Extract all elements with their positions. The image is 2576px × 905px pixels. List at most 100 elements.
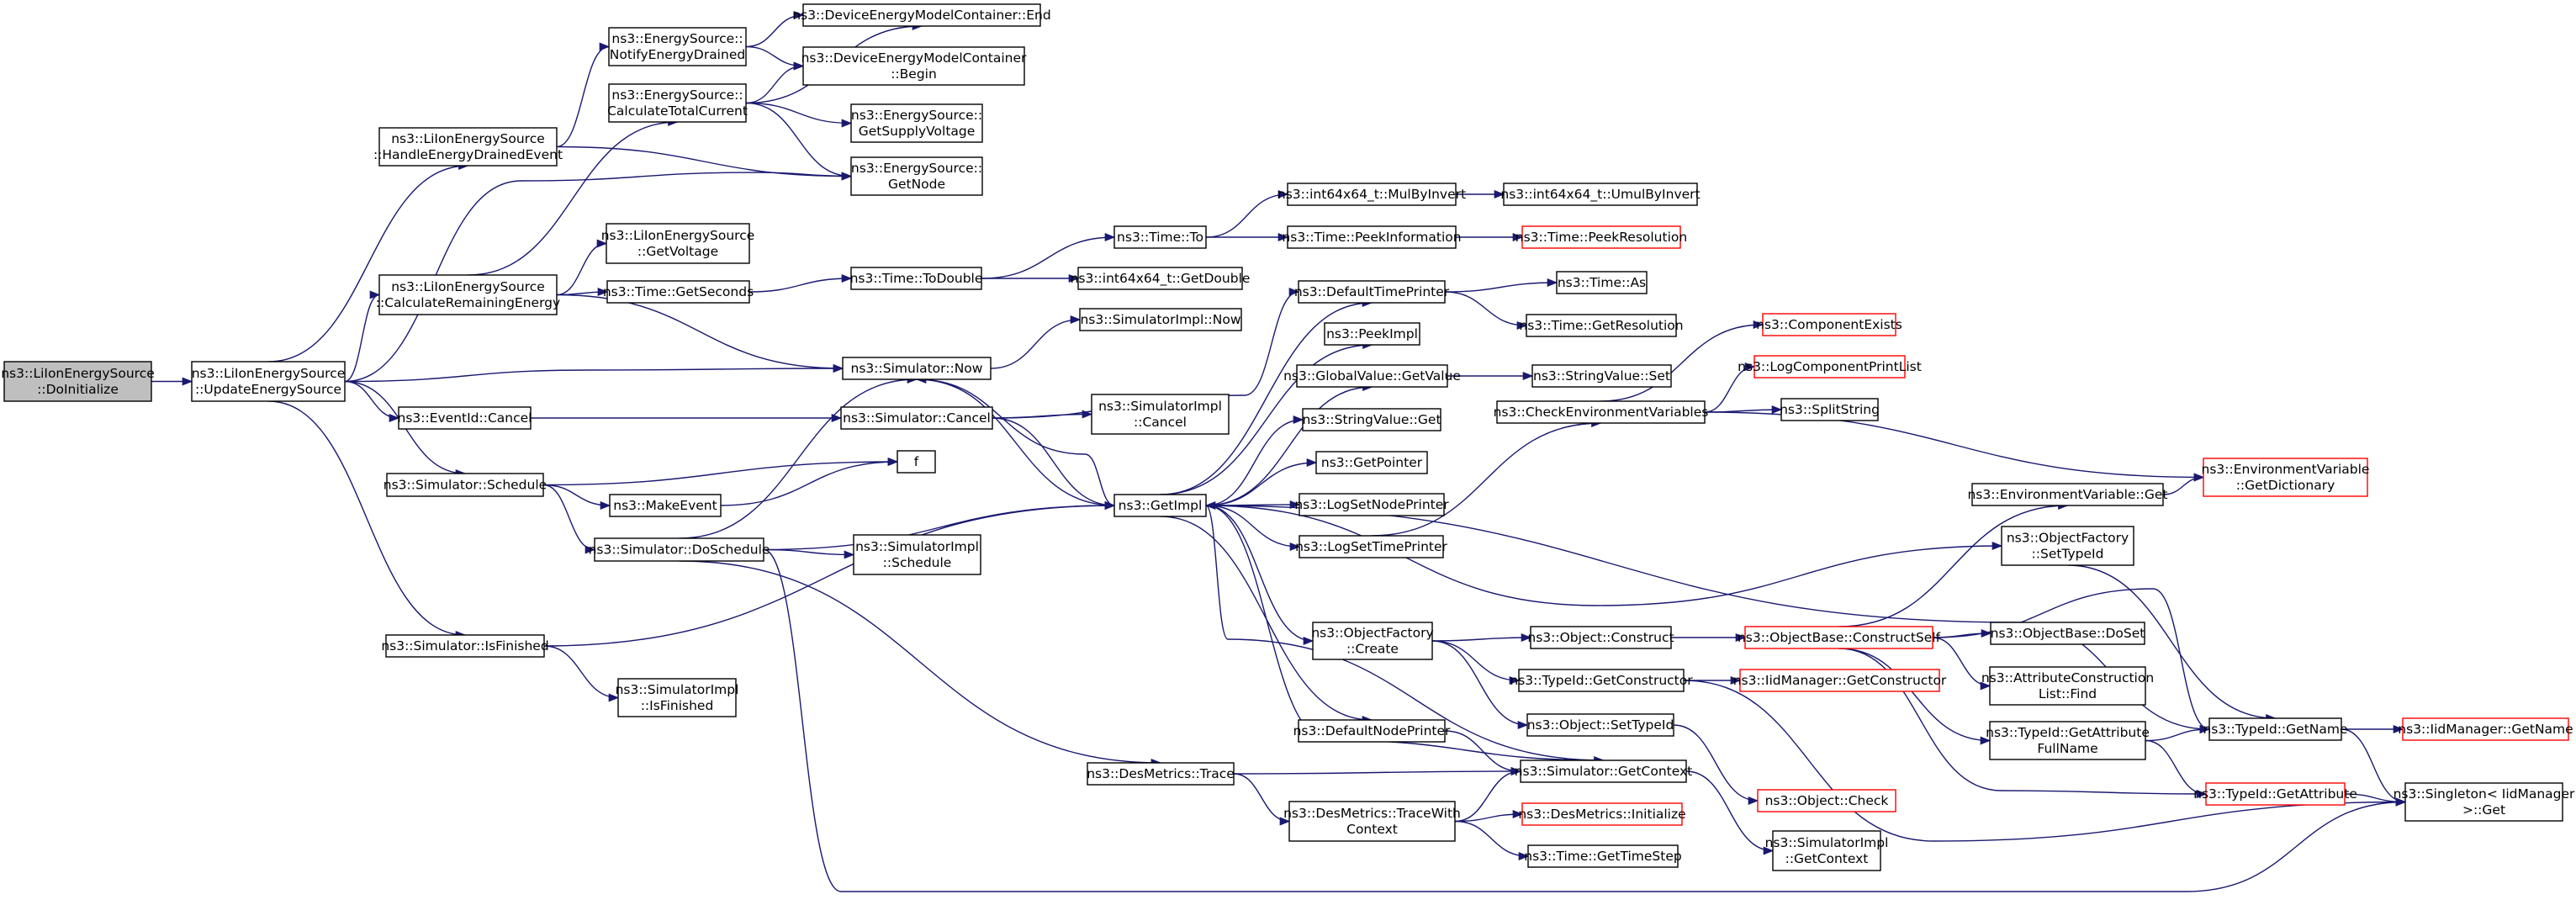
- function-node[interactable]: ns3::SimulatorImpl::GetContext: [1765, 830, 1889, 871]
- node-box[interactable]: [1296, 364, 1448, 388]
- node-box[interactable]: [606, 280, 750, 304]
- node-box[interactable]: [378, 127, 558, 167]
- node-box[interactable]: [1298, 719, 1446, 743]
- function-node[interactable]: ns3::SimulatorImpl::Now: [1079, 308, 1242, 331]
- node-box[interactable]: [1287, 183, 1457, 206]
- function-node[interactable]: ns3::Object::Check: [1757, 789, 1896, 812]
- function-node[interactable]: ns3::ObjectFactory::Create: [1311, 622, 1434, 660]
- function-node[interactable]: ns3::GlobalValue::GetValue: [1283, 364, 1461, 388]
- function-node[interactable]: f: [897, 450, 936, 474]
- function-node[interactable]: ns3::Time::PeekResolution: [1515, 225, 1687, 249]
- node-box[interactable]: [609, 494, 722, 517]
- node-box[interactable]: [1287, 225, 1457, 249]
- function-node[interactable]: ns3::Simulator::DoSchedule: [589, 537, 770, 562]
- truncated-node-box[interactable]: [2402, 717, 2569, 741]
- node-box[interactable]: [608, 27, 747, 66]
- node-box[interactable]: [1989, 666, 2146, 706]
- node-box[interactable]: [1530, 626, 1672, 649]
- node-box[interactable]: [897, 450, 936, 474]
- node-box[interactable]: [853, 534, 981, 575]
- function-node[interactable]: ns3::DesMetrics::Initialize: [1518, 802, 1686, 826]
- function-node[interactable]: ns3::int64x64_t::GetDouble: [1071, 267, 1251, 290]
- node-box[interactable]: [1990, 622, 2145, 645]
- function-node[interactable]: ns3::Time::GetResolution: [1519, 314, 1684, 337]
- node-box[interactable]: [1091, 394, 1230, 435]
- node-box[interactable]: [802, 3, 1041, 27]
- node-box[interactable]: [1780, 398, 1879, 421]
- function-node[interactable]: ns3::ObjectBase::DoSet: [1990, 622, 2145, 645]
- truncated-node-box[interactable]: [1739, 669, 1940, 692]
- node-box[interactable]: [1298, 280, 1446, 304]
- node-box[interactable]: [2001, 526, 2134, 566]
- node-box[interactable]: [1113, 225, 1207, 249]
- node-box[interactable]: [398, 406, 532, 430]
- node-box[interactable]: [1113, 494, 1207, 517]
- node-box[interactable]: [191, 361, 346, 402]
- function-node[interactable]: ns3::Singleton< IidManager>::Get: [2394, 782, 2575, 822]
- function-node[interactable]: ns3::TypeId::GetAttribute: [2193, 782, 2357, 806]
- node-box[interactable]: [1324, 322, 1420, 346]
- node-box[interactable]: [1503, 183, 1698, 206]
- truncated-node-box[interactable]: [1753, 355, 1906, 378]
- node-box[interactable]: [1526, 314, 1677, 337]
- function-node[interactable]: ns3::Time::To: [1113, 225, 1207, 249]
- function-node[interactable]: ns3::LiIonEnergySource::HandleEnergyDrai…: [373, 127, 563, 167]
- node-box[interactable]: [386, 473, 544, 497]
- node-box[interactable]: [1087, 762, 1235, 786]
- truncated-node-box[interactable]: [1762, 313, 1896, 336]
- function-node[interactable]: ns3::Object::Construct: [1527, 626, 1674, 649]
- function-node[interactable]: ns3::Time::As: [1556, 271, 1648, 294]
- function-node[interactable]: ns3::DesMetrics::Trace: [1087, 762, 1235, 786]
- node-box[interactable]: [1531, 364, 1672, 388]
- node-box[interactable]: [850, 103, 983, 143]
- node-box[interactable]: [385, 634, 545, 658]
- node-box[interactable]: [850, 156, 983, 196]
- node-box[interactable]: [1299, 493, 1445, 516]
- function-node[interactable]: ns3::Time::GetSeconds: [603, 280, 754, 304]
- truncated-node-box[interactable]: [2203, 458, 2368, 497]
- node-box[interactable]: [840, 406, 993, 430]
- function-node[interactable]: ns3::StringValue::Get: [1302, 408, 1441, 431]
- function-node[interactable]: ns3::EnergySource::GetSupplyVoltage: [850, 103, 983, 143]
- node-box[interactable]: [1496, 400, 1706, 424]
- function-node[interactable]: ns3::SimulatorImpl::Schedule: [853, 534, 981, 575]
- truncated-node-box[interactable]: [2205, 782, 2346, 806]
- function-node[interactable]: ns3::TypeId::GetName: [2203, 717, 2348, 741]
- function-node[interactable]: ns3::ComponentExists: [1756, 313, 1902, 336]
- function-node[interactable]: ns3::CheckEnvironmentVariables: [1494, 400, 1709, 424]
- function-node[interactable]: ns3::Simulator::Schedule: [383, 473, 547, 497]
- function-node[interactable]: ns3::LiIonEnergySource::DoInitialize: [1, 361, 155, 402]
- function-node[interactable]: ns3::ObjectBase::ConstructSelf: [1738, 626, 1941, 649]
- node-box[interactable]: [378, 274, 558, 315]
- function-node[interactable]: ns3::Time::PeekInformation: [1282, 225, 1462, 249]
- node-box[interactable]: [1079, 308, 1242, 331]
- function-node[interactable]: ns3::Time::GetTimeStep: [1524, 844, 1682, 868]
- node-box[interactable]: [1288, 801, 1456, 842]
- node-box[interactable]: [2404, 782, 2563, 822]
- function-node[interactable]: ns3::EnergySource::GetNode: [850, 156, 983, 196]
- function-node[interactable]: ns3::Simulator::GetContext: [1515, 759, 1693, 783]
- node-box[interactable]: [842, 357, 992, 380]
- function-node[interactable]: ns3::SimulatorImpl::Cancel: [1091, 394, 1230, 435]
- function-node[interactable]: ns3::IidManager::GetConstructor: [1733, 669, 1947, 692]
- node-box[interactable]: [1077, 267, 1243, 290]
- function-node[interactable]: ns3::ObjectFactory::SetTypeId: [2001, 526, 2134, 566]
- node-box[interactable]: [608, 83, 747, 123]
- node-box[interactable]: [617, 678, 737, 717]
- function-node[interactable]: ns3::EnergySource::NotifyEnergyDrained: [608, 27, 747, 66]
- function-node[interactable]: ns3::DeviceEnergyModelContainer::End: [792, 3, 1051, 27]
- function-node[interactable]: ns3::LiIonEnergySource::GetVoltage: [601, 223, 755, 264]
- node-box[interactable]: [1556, 271, 1648, 294]
- function-node[interactable]: ns3::SplitString: [1780, 398, 1880, 421]
- function-node[interactable]: ns3::DefaultTimePrinter: [1294, 280, 1450, 304]
- function-node[interactable]: ns3::Simulator::Now: [842, 357, 992, 380]
- function-node[interactable]: ns3::GetPointer: [1315, 451, 1428, 474]
- truncated-node-box[interactable]: [1521, 802, 1683, 826]
- function-node[interactable]: ns3::EnvironmentVariable::Get: [1967, 483, 2168, 506]
- function-node[interactable]: ns3::EnergySource::CalculateTotalCurrent: [607, 83, 748, 123]
- node-box[interactable]: [1526, 713, 1674, 737]
- focus-node-box[interactable]: [3, 361, 152, 402]
- function-node[interactable]: ns3::TypeId::GetConstructor: [1510, 669, 1693, 692]
